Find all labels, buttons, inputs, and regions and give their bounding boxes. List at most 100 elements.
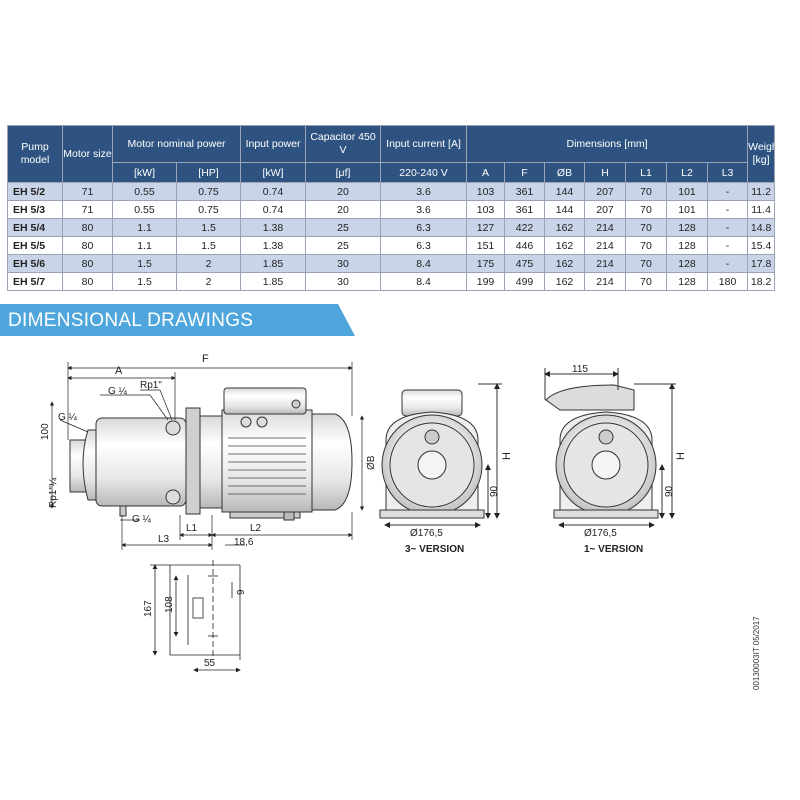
table-cell: 214 (584, 218, 627, 237)
label-108: 108 (164, 596, 175, 613)
table-cell: 17.8 (747, 254, 776, 273)
table-cell: 2 (175, 272, 242, 291)
table-cell: - (707, 218, 749, 237)
table-cell: 151 (466, 236, 506, 255)
table-cell: - (707, 254, 749, 273)
table-cell: 103 (466, 200, 506, 219)
table-cell: 1.85 (240, 254, 307, 273)
pump-model-cell: EH 5/3 (7, 200, 63, 219)
label-OB: ØB (366, 455, 377, 470)
table-cell: - (707, 182, 749, 201)
unit-header-cell: 220-240 V (380, 162, 468, 183)
table-cell: 475 (504, 254, 546, 273)
label-90-front-1: 90 (664, 485, 675, 497)
dimensional-drawings: F A G ¼ Rp1" G ¼ 100 Rp1"¼ G ¼ ØB L1 L2 … (40, 353, 687, 673)
label-L2: L2 (250, 523, 262, 534)
table-cell: 70 (625, 218, 668, 237)
table-cell: 1.5 (175, 218, 242, 237)
unit-header-cell: L3 (707, 162, 749, 183)
table-cell: 80 (62, 236, 113, 255)
unit-header-cell: [μf] (305, 162, 382, 183)
table-cell: 1.5 (112, 272, 177, 291)
table-cell: 71 (62, 182, 113, 201)
header-weight: Weight [kg] (747, 125, 781, 183)
table-cell: 70 (625, 272, 668, 291)
label-diameter-front-1: Ø176,5 (584, 528, 617, 539)
pump-model-cell: EH 5/4 (7, 218, 63, 237)
table-cell: 6.3 (380, 236, 468, 255)
table-cell: 25 (305, 236, 382, 255)
table-cell: 422 (504, 218, 546, 237)
label-G-quarter-left: G ¼ (58, 411, 78, 423)
table-cell: 80 (62, 218, 113, 237)
table-cell: 0.75 (175, 200, 242, 219)
pump-model-cell: EH 5/7 (7, 272, 63, 291)
label-18-6: 18,6 (234, 537, 254, 548)
pump-model-cell: EH 5/5 (7, 236, 63, 255)
header-motor-size: Motor size (62, 125, 113, 183)
table-cell: 1.85 (240, 272, 307, 291)
unit-header-cell: H (584, 162, 627, 183)
document-code: 00130003IT 05/2017 (752, 616, 761, 690)
table-cell: 0.55 (112, 182, 177, 201)
label-Rp1-quarter: Rp1"¼ (47, 477, 59, 508)
table-cell: 30 (305, 272, 382, 291)
pump-model-cell: EH 5/2 (7, 182, 63, 201)
table-cell: 70 (625, 182, 668, 201)
table-cell: 2 (175, 254, 242, 273)
section-banner: DIMENSIONAL DRAWINGS (0, 304, 355, 336)
table-cell: 214 (584, 236, 627, 255)
table-cell: 11.2 (747, 182, 776, 201)
table-cell: 1.1 (112, 236, 177, 255)
table-cell: 162 (544, 236, 586, 255)
front-view-1-phase (544, 368, 676, 528)
label-G-quarter-top: G ¼ (108, 385, 128, 397)
label-diameter-front-3: Ø176,5 (410, 528, 443, 539)
table-cell: 0.74 (240, 200, 307, 219)
label-G-quarter-bottom: G ¼ (132, 513, 152, 525)
table-cell: 127 (466, 218, 506, 237)
table-cell: 8.4 (380, 272, 468, 291)
table-cell: 162 (544, 272, 586, 291)
table-cell: 1.5 (175, 236, 242, 255)
foot-detail (150, 560, 241, 673)
table-cell: 80 (62, 254, 113, 273)
table-cell: 20 (305, 182, 382, 201)
label-115: 115 (572, 364, 588, 375)
label-H-front-1: H (675, 452, 687, 460)
table-cell: 361 (504, 200, 546, 219)
pump-model-cell: EH 5/6 (7, 254, 63, 273)
table-cell: 70 (625, 200, 668, 219)
table-cell: 71 (62, 200, 113, 219)
label-Rp1: Rp1" (140, 380, 162, 391)
table-cell: 499 (504, 272, 546, 291)
table-cell: 207 (584, 200, 627, 219)
unit-header-cell: F (504, 162, 546, 183)
label-H-front-3: H (501, 452, 513, 460)
label-L1: L1 (186, 523, 198, 534)
header-dimensions: Dimensions [mm] (466, 125, 749, 163)
table-cell: 144 (544, 182, 586, 201)
unit-header-cell: [HP] (175, 162, 242, 183)
unit-header-cell: L2 (666, 162, 709, 183)
label-167: 167 (143, 600, 154, 617)
table-cell: 0.74 (240, 182, 307, 201)
table-cell: 128 (666, 272, 709, 291)
label-A: A (115, 365, 123, 377)
unit-header-cell: [kW] (240, 162, 307, 183)
table-cell: 1.38 (240, 236, 307, 255)
unit-header-cell: L1 (625, 162, 668, 183)
specifications-table: Pump model Motor size Motor nominal powe… (7, 125, 781, 291)
table-cell: - (707, 236, 749, 255)
table-cell: 18.2 (747, 272, 776, 291)
label-3-version: 3~ VERSION (405, 544, 464, 555)
table-cell: 101 (666, 200, 709, 219)
table-cell: 25 (305, 218, 382, 237)
table-cell: 207 (584, 182, 627, 201)
